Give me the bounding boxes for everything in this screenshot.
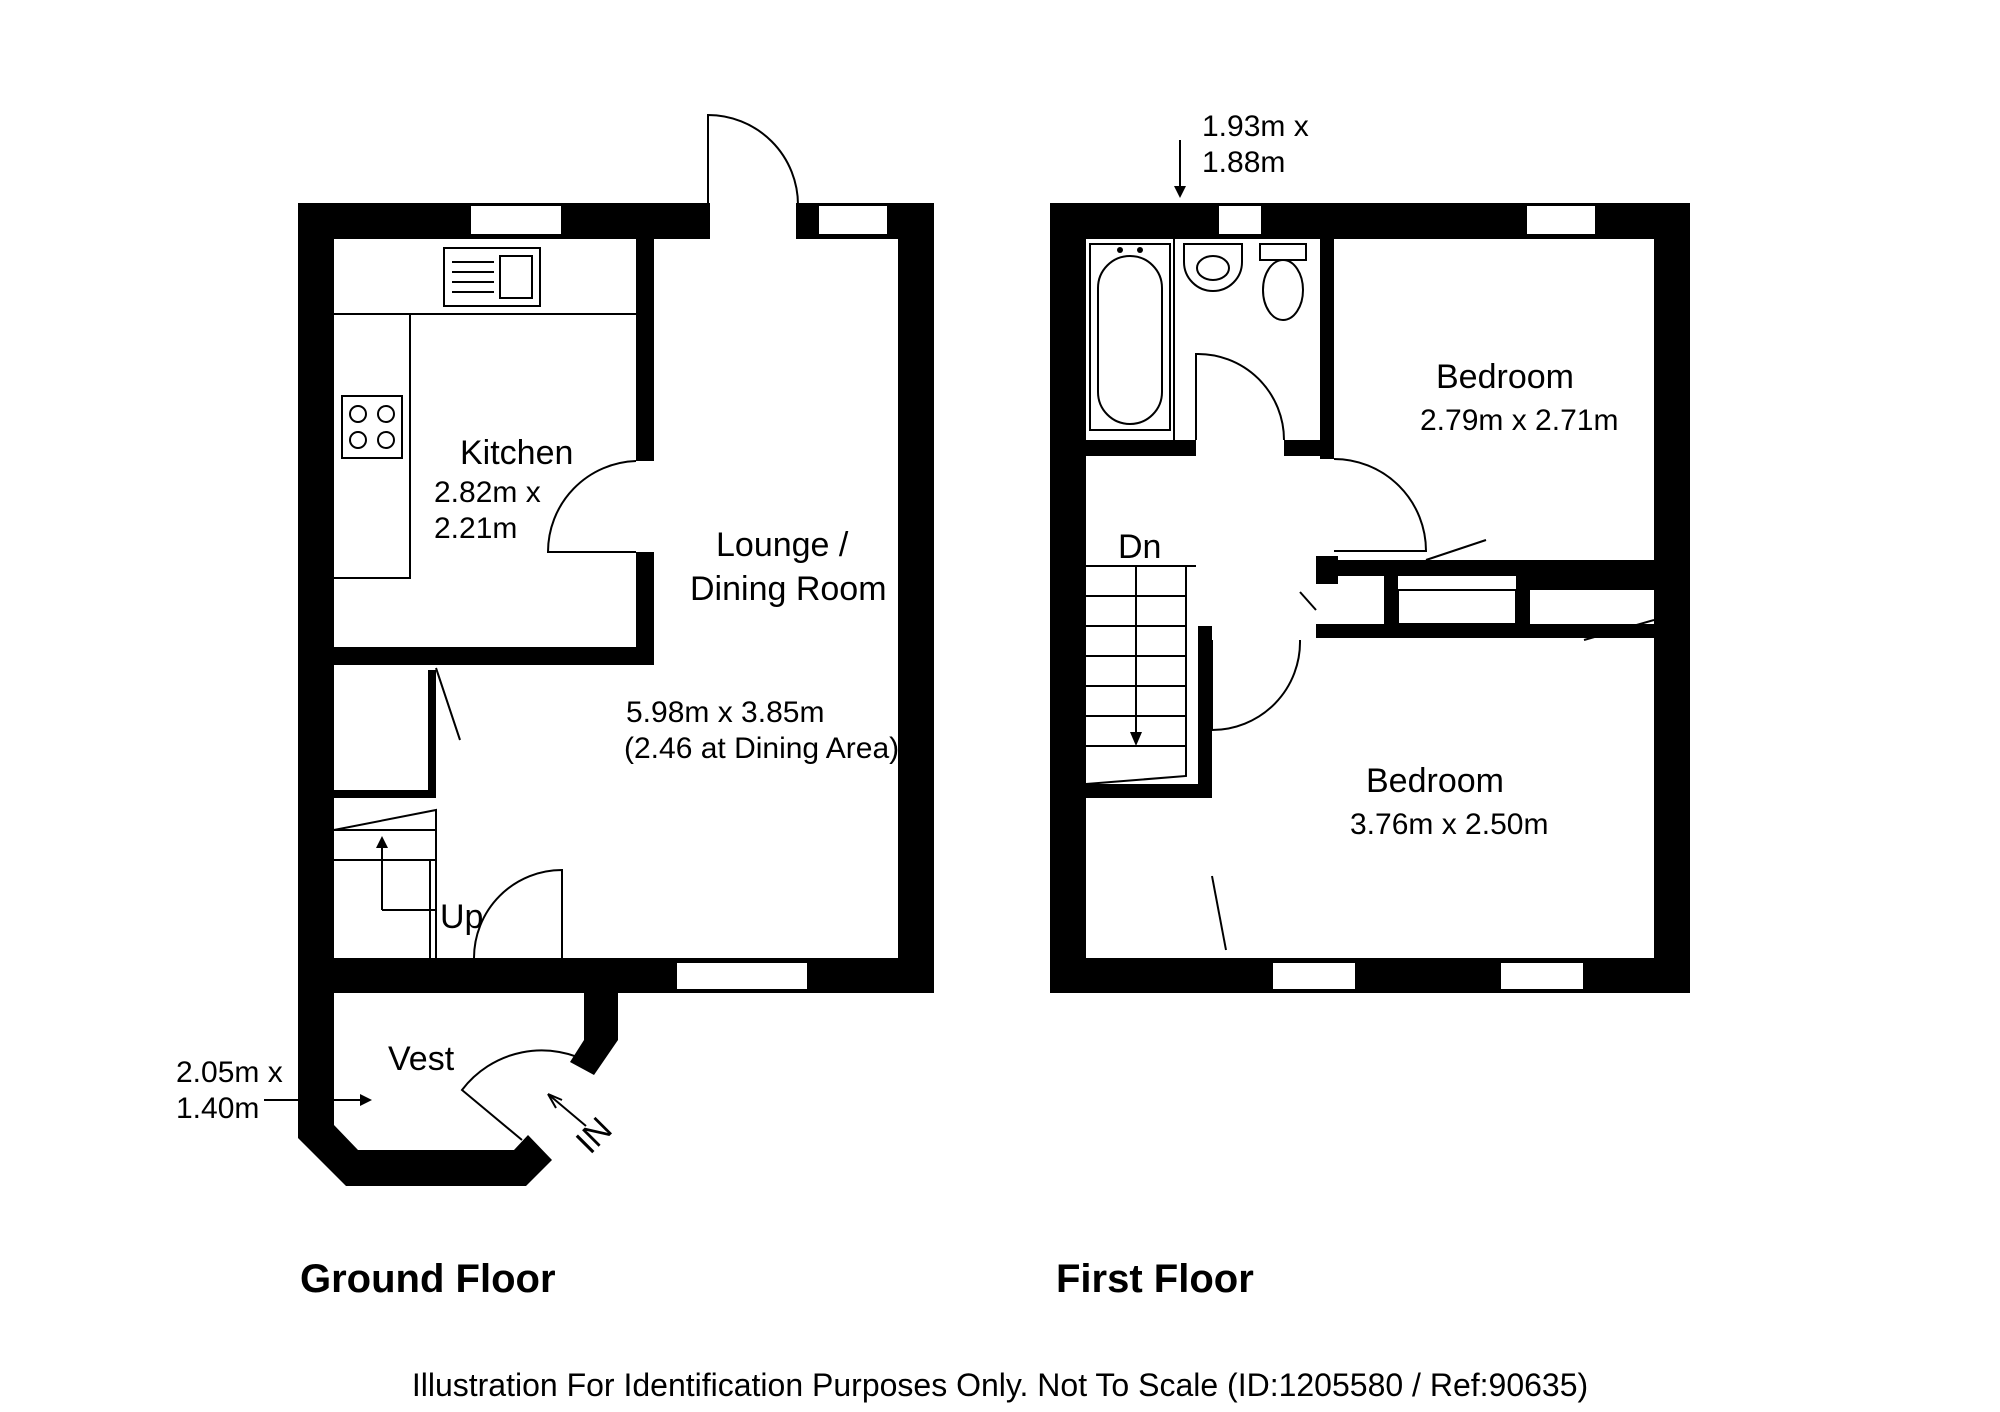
stairwell-wall [1198,626,1212,791]
first-window-bedroom2-right [1499,961,1585,991]
bathroom-dim-line2: 1.88m [1202,146,1285,179]
lounge-dim-line1: 5.98m x 3.85m [626,696,824,729]
basin-icon [1183,243,1243,292]
vest-lounge-wall-right [562,958,618,976]
first-outer-wall-left [1050,203,1086,993]
bedroom2-label: Bedroom [1366,762,1504,800]
vest-lounge-wall [334,958,474,976]
first-outer-wall-bottom [1050,958,1690,993]
bathroom-door [1195,352,1285,441]
vestibule-inner-door [473,868,563,959]
airing-cupboard-door [1425,539,1487,561]
entrance-arrow [547,1093,587,1127]
kitchen-wall-bottom [334,647,654,665]
ground-outer-wall-right [898,203,934,993]
first-window-bedroom1 [1525,204,1597,236]
ground-floor-title: Ground Floor [300,1257,556,1301]
ground-floor-plan [264,113,934,1186]
bedroom2-dim: 3.76m x 2.50m [1350,808,1548,841]
bedroom1-label: Bedroom [1436,358,1574,396]
stairs-down-label: Dn [1118,528,1161,566]
bedroom1-wall-bottom [1320,560,1654,576]
vestibule-wall-right [570,975,618,1075]
first-floor-title: First Floor [1056,1257,1254,1301]
back-door [707,113,799,206]
ground-window-lounge-bottom [675,961,809,991]
bathroom-wall-bottom [1086,440,1196,456]
kitchen-wall-right-lower [636,552,654,665]
lounge-dim-line2: (2.46 at Dining Area) [624,732,899,765]
vestibule-label: Vest [388,1040,455,1078]
bedroom2-door [1211,639,1302,732]
footer-disclaimer: Illustration For Identification Purposes… [412,1367,1588,1403]
vestibule-dim-line1: 2.05m x [176,1056,283,1089]
lounge-label-line1: Lounge / [716,526,849,564]
landing-cupboard-door [1299,591,1317,611]
vestibule-dim-line2: 1.40m [176,1092,259,1125]
kitchen-dim-line1: 2.82m x [434,476,541,509]
bath-icon [1089,243,1171,431]
sink-icon [443,247,541,307]
kitchen-worktop [334,313,411,579]
first-cupboard-door [1211,875,1227,951]
cupboard-wall-right [428,670,436,798]
ground-outer-wall-left [298,203,334,960]
cupboard-wall-bottom [334,790,436,798]
first-floor-plan [1050,203,1690,993]
kitchen-dim-line2: 2.21m [434,512,517,545]
front-door [460,1049,593,1141]
bedroom1-dim: 2.79m x 2.71m [1420,404,1618,437]
ground-window-lounge-top [817,204,889,236]
first-outer-wall-right [1654,203,1690,993]
kitchen-door [546,460,637,553]
bedroom2-cupboard-door [1583,619,1655,641]
first-window-bedroom2-left [1271,961,1357,991]
kitchen-label: Kitchen [460,434,573,472]
landing-wall [1316,556,1338,584]
bedroom1-door [1333,458,1428,552]
ground-stairs [333,808,437,958]
ground-window-kitchen [469,204,563,236]
cupboard-door [435,667,461,741]
kitchen-wall-right [636,239,654,461]
hob-icon [341,395,403,459]
toilet-icon [1259,243,1307,321]
first-window-bathroom [1217,204,1263,236]
bedroom1-wall-left [1320,239,1334,459]
bathroom-dim-line1: 1.93m x [1202,110,1309,143]
vestibule-wall [298,975,552,1186]
lounge-label-line2: Dining Room [690,570,887,608]
stairs-up-label: Up [440,898,483,936]
